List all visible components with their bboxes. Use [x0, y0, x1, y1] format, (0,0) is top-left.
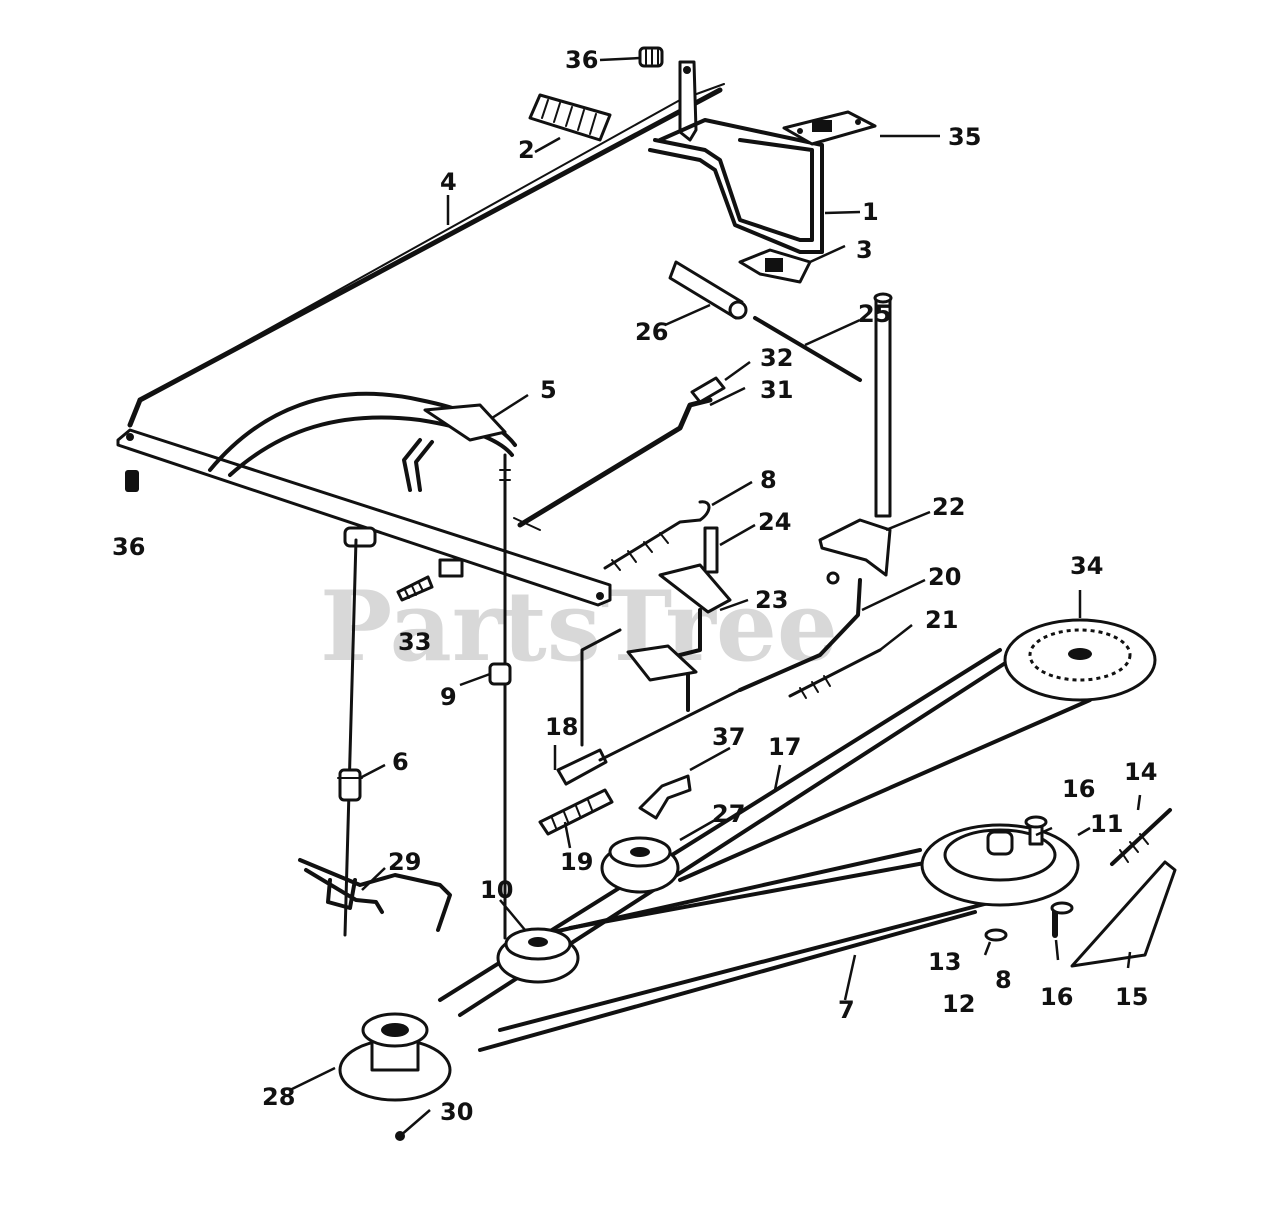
label-25: 25: [858, 300, 891, 328]
spring-21: [788, 648, 882, 699]
label-11: 11: [1090, 810, 1123, 838]
pin-16-bottom: [1050, 901, 1074, 938]
label-31: 31: [760, 376, 793, 404]
label-14: 14: [1124, 758, 1157, 786]
pulley-28: [338, 1012, 452, 1102]
spring-19: [538, 788, 614, 836]
label-23: 23: [755, 586, 788, 614]
label-20: 20: [928, 563, 961, 591]
label-12: 12: [942, 990, 975, 1018]
label-24: 24: [758, 508, 791, 536]
label-29: 29: [388, 848, 421, 876]
bolt-9: [488, 453, 512, 940]
belt-7: [478, 848, 1002, 1052]
blade-15: [1070, 860, 1177, 968]
rod-31: [513, 376, 726, 531]
label-36-top: 36: [565, 46, 598, 74]
bolt-14: [1110, 808, 1172, 866]
label-13: 13: [928, 948, 961, 976]
spring-33: [396, 575, 434, 602]
label-37: 37: [712, 723, 745, 751]
pin-16-top: [1024, 815, 1048, 846]
label-28: 28: [262, 1083, 295, 1111]
bracket-35: [782, 110, 877, 146]
label-26: 26: [635, 318, 668, 346]
pulley-11: [920, 823, 1080, 907]
label-2: 2: [518, 136, 535, 164]
washer-13: [984, 928, 1008, 942]
label-10: 10: [480, 876, 513, 904]
pin-26: [668, 260, 748, 320]
label-22: 22: [932, 493, 965, 521]
label-17: 17: [768, 733, 801, 761]
bracket-3: [738, 248, 812, 284]
label-8-small: 8: [995, 966, 1012, 994]
rod-4: [127, 83, 725, 428]
label-1: 1: [862, 198, 879, 226]
label-21: 21: [925, 606, 958, 634]
label-6: 6: [392, 748, 409, 776]
shaft-22: [818, 292, 893, 577]
frame-bar: [116, 391, 612, 607]
bolt-6: [337, 538, 363, 937]
label-5: 5: [540, 376, 557, 404]
label-8: 8: [760, 466, 777, 494]
bracket-23: [626, 563, 732, 712]
label-27: 27: [712, 800, 745, 828]
label-7: 7: [838, 996, 855, 1024]
label-33: 33: [398, 628, 431, 656]
label-16-bottom: 16: [1040, 983, 1073, 1011]
label-9: 9: [440, 683, 457, 711]
label-35: 35: [948, 123, 981, 151]
label-30: 30: [440, 1098, 473, 1126]
label-19: 19: [560, 848, 593, 876]
label-36-left: 36: [112, 533, 145, 561]
pin-24: [703, 526, 719, 574]
label-32: 32: [760, 344, 793, 372]
label-15: 15: [1115, 983, 1148, 1011]
nut-36-top: [638, 46, 664, 68]
handle-grip-2: [528, 93, 612, 142]
lever-1: [648, 60, 824, 254]
leader-lines: [289, 56, 1142, 1137]
bracket-29: [298, 858, 452, 932]
clip-37: [638, 774, 692, 820]
label-34: 34: [1070, 552, 1103, 580]
label-3: 3: [856, 236, 873, 264]
rod-20: [738, 571, 862, 692]
label-18: 18: [545, 713, 578, 741]
spring-8: [603, 500, 711, 571]
rod-18: [556, 628, 742, 786]
rod-25: [753, 316, 862, 382]
label-4: 4: [440, 168, 457, 196]
nut-36-left: [125, 470, 139, 492]
pulley-34: [1003, 618, 1157, 702]
pulley-27: [600, 836, 680, 894]
part-labels: 36 2 35 1 3 4 5 26 25 32 31 8 24 22 23 2…: [112, 46, 1157, 1126]
pulley-10: [496, 927, 580, 984]
label-16-top: 16: [1062, 775, 1095, 803]
